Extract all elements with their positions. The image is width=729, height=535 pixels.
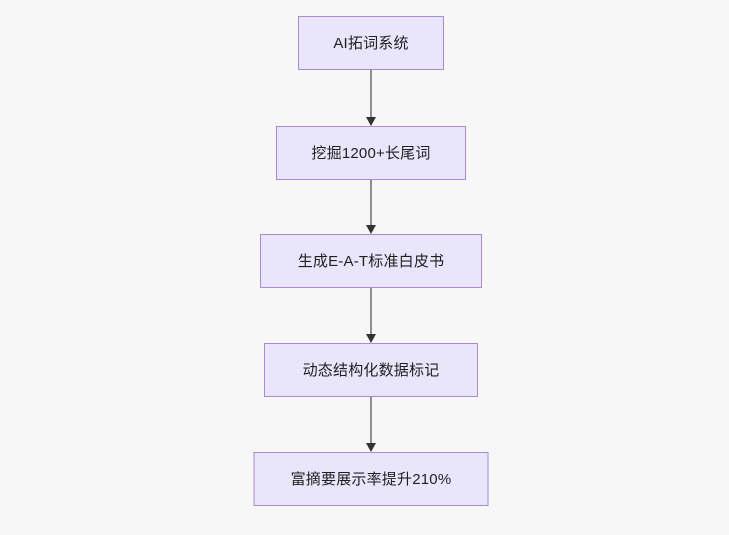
edge-line bbox=[370, 397, 372, 444]
flow-node-label: 富摘要展示率提升210% bbox=[290, 470, 452, 488]
flow-node[interactable]: 富摘要展示率提升210% bbox=[253, 452, 489, 506]
flow-node[interactable]: 生成E-A-T标准白皮书 bbox=[260, 234, 482, 288]
flow-node[interactable]: AI拓词系统 bbox=[298, 16, 444, 70]
flow-node-label: 挖掘1200+长尾词 bbox=[311, 144, 431, 162]
flow-node-label: 生成E-A-T标准白皮书 bbox=[297, 252, 445, 270]
flow-node-label: 动态结构化数据标记 bbox=[302, 361, 440, 379]
edge-connector bbox=[365, 288, 377, 343]
arrowhead-icon bbox=[366, 225, 376, 234]
flow-node[interactable]: 动态结构化数据标记 bbox=[264, 343, 478, 397]
edge-connector bbox=[365, 70, 377, 126]
edge-connector bbox=[365, 180, 377, 234]
arrowhead-icon bbox=[366, 443, 376, 452]
arrowhead-icon bbox=[366, 117, 376, 126]
flow-node-label: AI拓词系统 bbox=[333, 34, 409, 52]
flow-node[interactable]: 挖掘1200+长尾词 bbox=[276, 126, 466, 180]
edge-line bbox=[370, 70, 372, 118]
edge-line bbox=[370, 180, 372, 226]
edge-line bbox=[370, 288, 372, 335]
edge-connector bbox=[365, 397, 377, 452]
arrowhead-icon bbox=[366, 334, 376, 343]
